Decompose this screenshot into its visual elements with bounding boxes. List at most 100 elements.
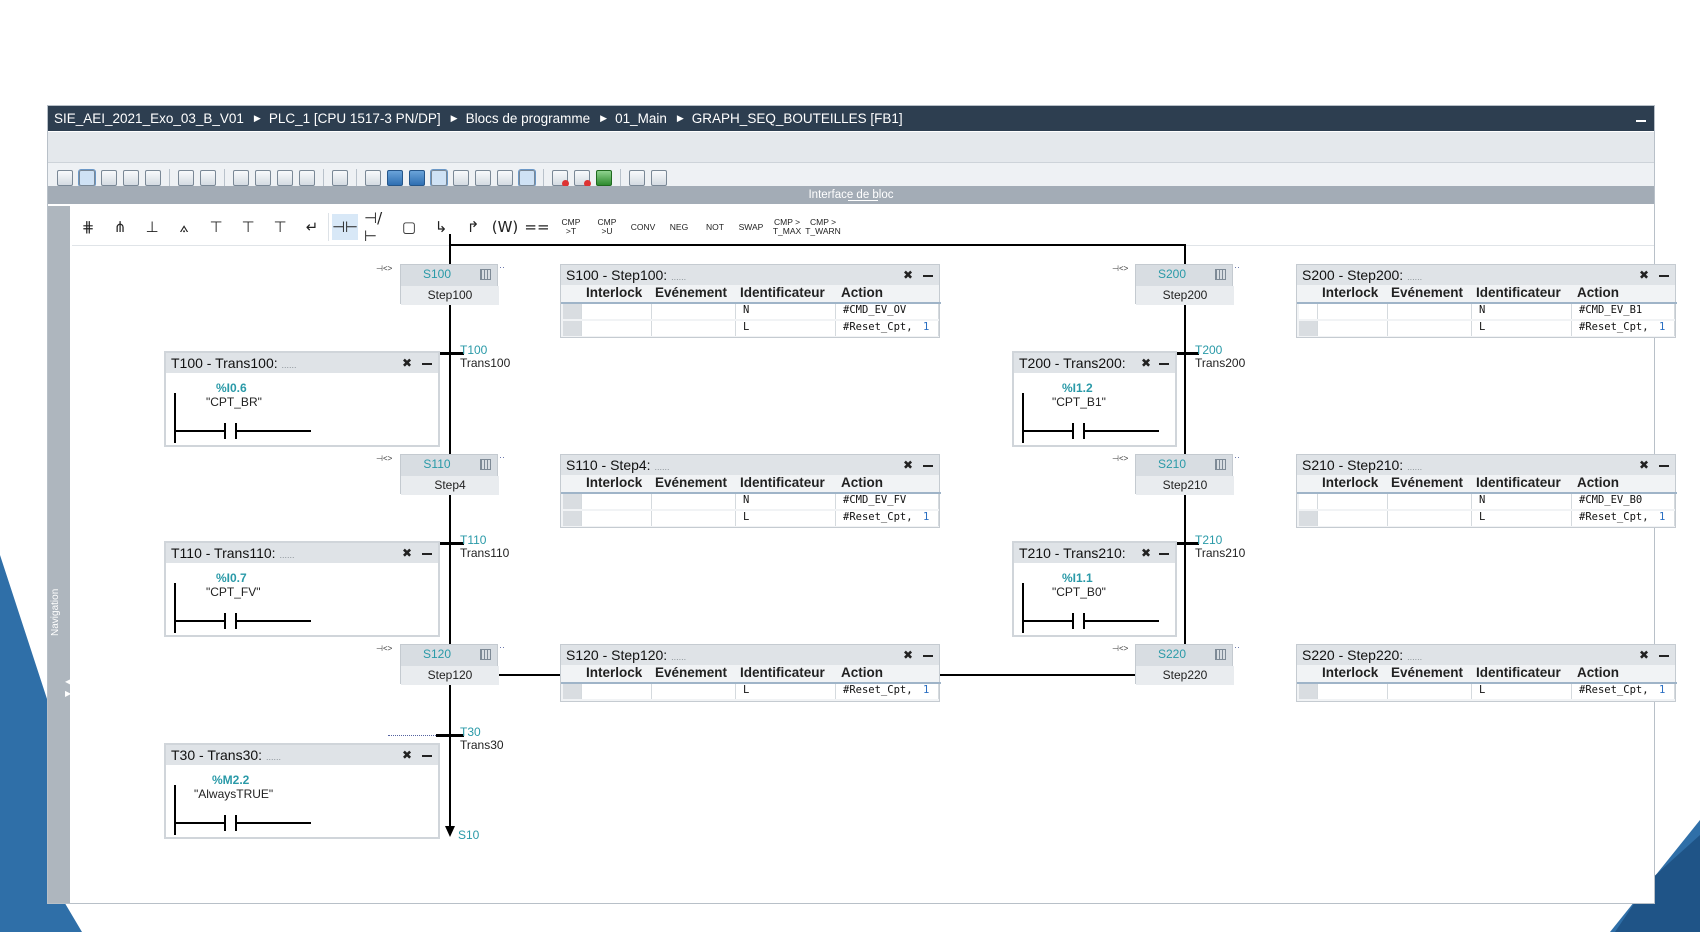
expand-icon[interactable]: ✖ (902, 458, 913, 472)
cmp-u-button[interactable]: CMP >U (597, 217, 617, 236)
collapse-arrows-icon[interactable]: ◀▶ (65, 677, 72, 698)
table-row[interactable]: N#CMD_EV_B1 (1297, 304, 1677, 320)
actions-grid-icon[interactable] (1215, 269, 1226, 280)
jump-target-label[interactable]: S10 (458, 828, 480, 842)
conv-button[interactable]: CONV (630, 221, 656, 232)
collapse-icon[interactable] (1659, 655, 1669, 657)
transition-panel-T210[interactable]: T210 - Trans210:✖ %I1.1 "CPT_B0" (1012, 541, 1177, 637)
collapse-icon[interactable] (422, 553, 432, 555)
cmp-tmax-button[interactable]: CMP > T_MAX (772, 217, 802, 236)
transition-bar[interactable] (436, 352, 464, 355)
step-S120[interactable]: S120 Step120 ·· (400, 642, 505, 685)
insert-network-icon[interactable] (178, 170, 194, 186)
breadcrumb-plc[interactable]: PLC_1 [CPU 1517-3 PN/DP] (268, 111, 441, 126)
expand-icon[interactable]: ✖ (401, 546, 412, 560)
contact-icon[interactable] (1072, 423, 1074, 439)
block-view-icon[interactable] (57, 170, 73, 186)
monitoring-on-icon[interactable] (629, 170, 645, 186)
sequence-end-icon[interactable]: ⊤ (209, 218, 223, 236)
step-insert-icon[interactable] (277, 170, 293, 186)
zoom-fit-icon[interactable] (497, 170, 513, 186)
list-view-icon[interactable] (365, 170, 381, 186)
transition-panel-T110[interactable]: T110 - Trans110: ......✖ %I0.7 "CPT_FV" (164, 541, 440, 637)
sequence-view-icon[interactable] (78, 169, 96, 187)
transition-bar[interactable] (1171, 352, 1199, 355)
transition-panel-T30[interactable]: T30 - Trans30: ......✖ %M2.2 "AlwaysTRUE… (164, 743, 440, 839)
expand-icon[interactable]: ✖ (1638, 268, 1649, 282)
actions-grid-icon[interactable] (480, 649, 491, 660)
actions-grid-icon[interactable] (1215, 459, 1226, 470)
cmp-twarn-button[interactable]: CMP > T_WARN (805, 217, 841, 236)
bar-view-icon[interactable] (409, 170, 425, 186)
transition-panel-T200[interactable]: T200 - Trans200:✖ %I1.2 "CPT_B1" (1012, 351, 1177, 447)
block-interface-bar[interactable]: Interface de bloc (48, 186, 1654, 204)
table-row[interactable]: L#Reset_Cpt,1 (1297, 684, 1677, 700)
breadcrumb-block[interactable]: GRAPH_SEQ_BOUTEILLES [FB1] (691, 111, 903, 126)
navigation-panel[interactable]: Navigation ◀▶ (48, 206, 72, 903)
expand-icon[interactable]: ✖ (1638, 458, 1649, 472)
not-button[interactable]: NOT (706, 221, 724, 232)
expand-icon[interactable]: ✖ (902, 268, 913, 282)
alarms-view-icon[interactable] (145, 170, 161, 186)
breadcrumb-project[interactable]: SIE_AEI_2021_Exo_03_B_V01 (54, 111, 244, 126)
transition-bar[interactable] (1171, 542, 1199, 545)
comment-icon[interactable] (430, 169, 448, 187)
jump-icon[interactable] (233, 170, 249, 186)
transition-panel-T100[interactable]: T100 - Trans100: ......✖ %I0.6 "CPT_BR" (164, 351, 440, 447)
expand-icon[interactable] (453, 170, 469, 186)
disable-breakpoint-icon[interactable] (574, 170, 591, 187)
collapse-icon[interactable] (1659, 275, 1669, 277)
collapse-icon[interactable] (923, 655, 933, 657)
empty-box-icon[interactable]: ▢ (401, 218, 417, 236)
compare-equal-icon[interactable]: == (524, 218, 550, 236)
collapse-icon[interactable] (1159, 553, 1169, 555)
transition-bar[interactable] (436, 734, 464, 737)
table-row[interactable]: L#Reset_Cpt,1 (1297, 511, 1677, 527)
table-row[interactable]: N#CMD_EV_FV (561, 494, 941, 510)
expand-icon[interactable]: ✖ (1638, 648, 1649, 662)
cmp-t-button[interactable]: CMP >T (561, 217, 581, 236)
splitter-grip[interactable] (848, 200, 878, 205)
permanent-pre-instructions-icon[interactable] (123, 170, 139, 186)
table-row[interactable]: N#CMD_EV_B0 (1297, 494, 1677, 510)
single-step-view-icon[interactable] (101, 170, 117, 186)
table-row[interactable]: L#Reset_Cpt,1 (561, 511, 941, 527)
swap-button[interactable]: SWAP (738, 221, 764, 232)
clear-breakpoint-icon[interactable] (552, 170, 569, 187)
close-branch-up-icon[interactable]: ↱ (466, 218, 480, 236)
contact-icon[interactable] (224, 613, 226, 629)
zoom-icon[interactable] (475, 170, 491, 186)
expand-icon[interactable]: ✖ (1140, 356, 1151, 370)
expand-icon[interactable]: ✖ (401, 356, 412, 370)
step-icon[interactable]: ⋔ (113, 218, 127, 236)
open-branch-icon[interactable]: ↳ (434, 218, 448, 236)
step-S210[interactable]: S210 Step210 ·· (1135, 452, 1240, 495)
transition-bar[interactable] (436, 542, 464, 545)
jump-delete-icon[interactable] (255, 170, 271, 186)
delete-network-icon[interactable] (200, 170, 216, 186)
step-S200[interactable]: S200 Step200 ·· (1135, 262, 1240, 305)
step-S100[interactable]: S100 Step100 ·· (400, 262, 505, 305)
collapse-icon[interactable] (1159, 363, 1169, 365)
monitoring-glasses-icon[interactable] (651, 170, 667, 186)
alternative-branch-icon[interactable]: ⊤ (241, 218, 255, 236)
download-icon[interactable] (596, 170, 612, 186)
step-S220[interactable]: S220 Step220 ·· (1135, 642, 1240, 685)
coil-w-icon[interactable]: (W) (491, 218, 519, 236)
simultaneous-branch-icon[interactable]: ⊤ (273, 218, 287, 236)
contact-icon[interactable] (1072, 613, 1074, 629)
collapse-icon[interactable] (923, 275, 933, 277)
collapse-icon[interactable] (422, 363, 432, 365)
transition-icon[interactable]: ⊥ (145, 218, 159, 236)
expand-icon[interactable]: ✖ (401, 748, 412, 762)
table-row[interactable]: L#Reset_Cpt,1 (1297, 321, 1677, 337)
no-contact-icon[interactable]: ⊣⊢ (332, 214, 358, 240)
table-row[interactable]: N#CMD_EV_OV (561, 304, 941, 320)
step-transition-icon[interactable]: ⋕ (81, 218, 95, 236)
actions-grid-icon[interactable] (1215, 649, 1226, 660)
